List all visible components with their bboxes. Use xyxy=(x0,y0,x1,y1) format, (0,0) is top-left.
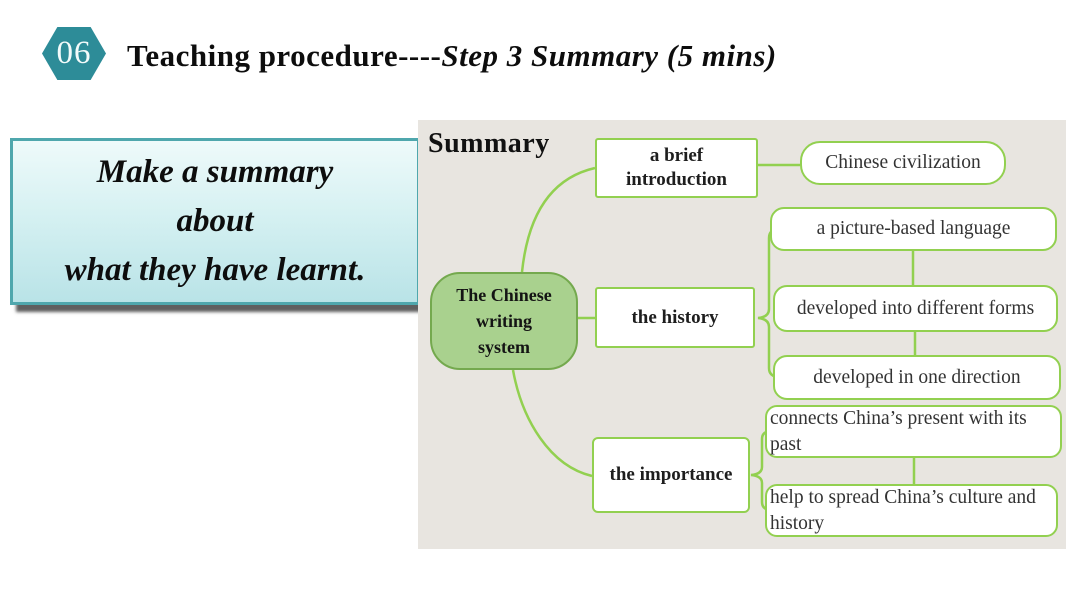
page-title: Teaching procedure----Step 3 Summary (5 … xyxy=(127,38,777,74)
page-title-regular: Teaching procedure---- xyxy=(127,38,442,73)
leaf-label: help to spread China’s culture and histo… xyxy=(770,486,1036,534)
root-node-line: The Chinese xyxy=(456,285,552,305)
slide-header: 06 Teaching procedure----Step 3 Summary … xyxy=(0,0,1080,100)
branch-label: the history xyxy=(631,306,719,328)
mindmap-root-node: The Chinese writing system xyxy=(430,272,578,370)
instruction-line: what they have learnt. xyxy=(64,252,366,288)
leaf-node: help to spread China’s culture and histo… xyxy=(765,484,1058,537)
leaf-label: a picture-based language xyxy=(816,218,1011,239)
leaf-node: Chinese civilization xyxy=(800,141,1006,185)
branch-node-importance: the importance xyxy=(592,437,750,513)
root-node-line: writing xyxy=(476,311,532,331)
summary-mindmap-panel: Summary The Chinese writing system a bri… xyxy=(418,120,1066,549)
leaf-label: Chinese civilization xyxy=(825,152,981,173)
leaf-label: developed into different forms xyxy=(796,297,1035,319)
step-number-badge: 06 xyxy=(42,27,106,80)
instruction-line: Make a summary xyxy=(96,154,334,190)
leaf-label: connects China’s present with its past xyxy=(770,407,1027,455)
branch-label: a brief introduction xyxy=(625,145,727,190)
step-number-label: 06 xyxy=(56,35,92,71)
mindmap-heading: Summary xyxy=(428,128,550,159)
leaf-label: developed in one direction xyxy=(813,366,1021,388)
instruction-line: about xyxy=(176,203,254,239)
root-node-line: system xyxy=(478,337,530,357)
branch-node-introduction: a brief introduction xyxy=(595,138,758,198)
branch-node-history: the history xyxy=(595,287,755,348)
mindmap-connectors xyxy=(511,163,917,512)
page-title-italic: Step 3 Summary (5 mins) xyxy=(441,38,777,73)
leaf-node: developed in one direction xyxy=(773,355,1061,400)
leaf-node: a picture-based language xyxy=(770,207,1057,251)
branch-label: the importance xyxy=(609,464,733,485)
instruction-box: Make a summary about what they have lear… xyxy=(10,138,420,305)
leaf-node: developed into different forms xyxy=(773,285,1058,332)
leaf-node: connects China’s present with its past xyxy=(765,405,1062,458)
